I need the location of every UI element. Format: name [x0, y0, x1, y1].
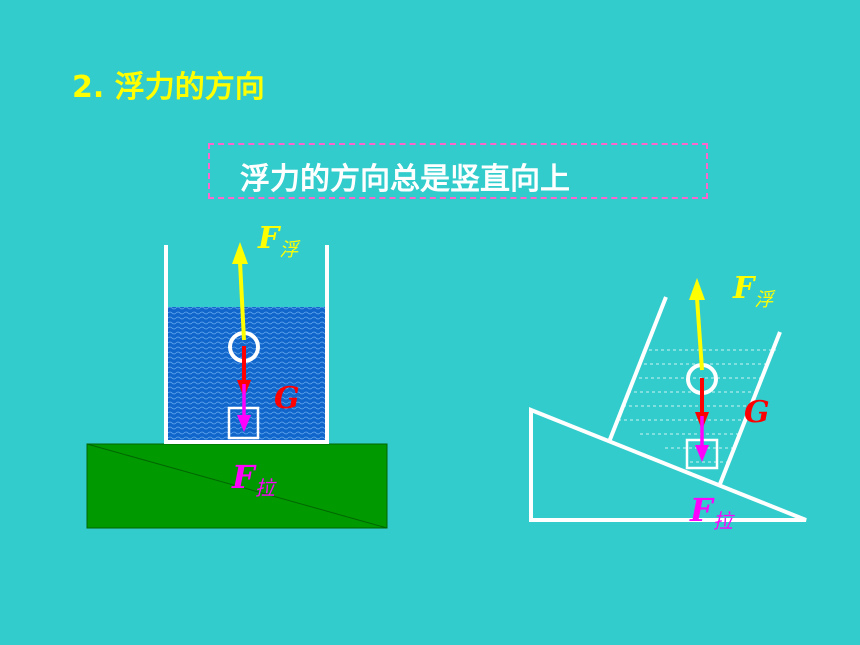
tilted-beaker-right-wall [718, 331, 782, 485]
tilted-beaker-left-wall [607, 296, 668, 443]
left-gravity-label: G [274, 381, 300, 416]
right-gravity-label: G [744, 395, 770, 430]
left-figure: F浮 G F拉 [86, 221, 388, 529]
tension-arrow-head [237, 415, 251, 432]
slide-title: 2. 浮力的方向 [72, 70, 265, 105]
right-figure: F浮 G F拉 [529, 271, 807, 533]
buoyancy-arrow-shaft [238, 261, 246, 341]
statement-text: 浮力的方向总是竖直向上 [240, 162, 570, 197]
beaker-wall [164, 245, 329, 444]
statement-box: 浮力的方向总是竖直向上 [208, 143, 708, 199]
tilted-buoyancy-arrow-shaft [695, 297, 704, 371]
tilted-buoyancy-arrow-head [689, 278, 705, 300]
buoyancy-arrow-head [232, 242, 248, 264]
right-buoyancy-label: F浮 [732, 271, 776, 311]
right-tension-label: F拉 [689, 491, 736, 533]
ground-diagonal [86, 443, 388, 529]
left-buoyancy-label: F浮 [257, 221, 301, 261]
incline-ramp [529, 407, 807, 522]
left-tension-label: F拉 [231, 458, 278, 500]
tilted-tension-arrow-head [695, 445, 709, 462]
